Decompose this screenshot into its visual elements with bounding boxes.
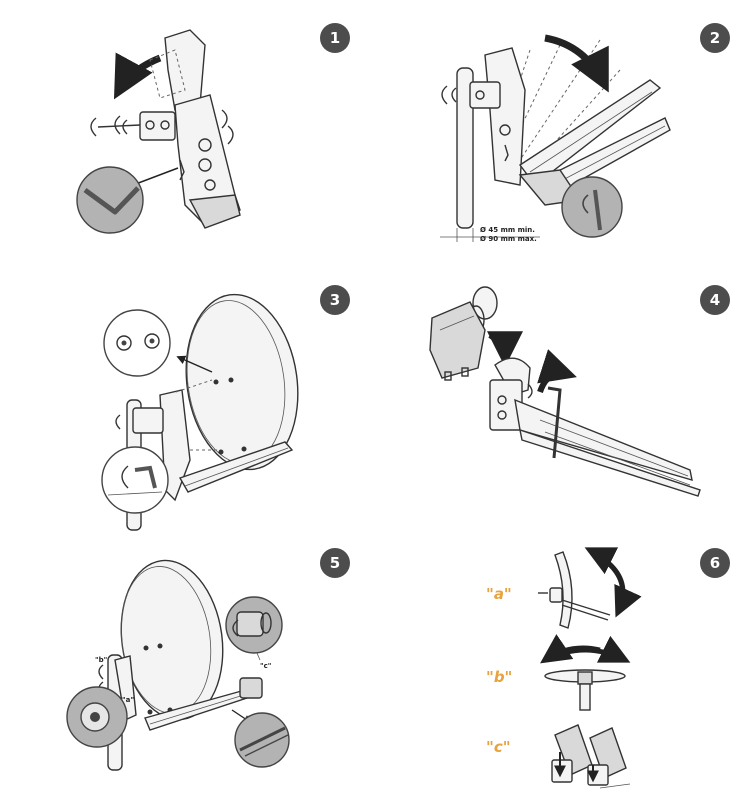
- step-number: 2: [710, 29, 720, 47]
- screw-holes-zoom: [103, 309, 171, 377]
- label-b: "b": [95, 656, 107, 664]
- bolt-zoom: [101, 446, 169, 514]
- step-number: 5: [330, 554, 340, 572]
- allen-key-zoom: [561, 176, 623, 238]
- lnb-body: [429, 301, 486, 379]
- step-badge: 4: [700, 285, 730, 315]
- step-badge: 3: [320, 285, 350, 315]
- step-number: 1: [330, 29, 340, 47]
- label-a: "a": [122, 696, 134, 704]
- label-b: "b": [486, 668, 512, 686]
- rotate-arrow: [544, 34, 609, 93]
- arm-zoom: [234, 712, 290, 768]
- label-a: "a": [486, 585, 512, 603]
- step-5-panel: 5 "b" "a" "c": [66, 548, 350, 771]
- adjust-elevation: "a": [486, 547, 642, 629]
- complete-dish-drawing: "b" "a" "c": [95, 559, 271, 771]
- label-c: "c": [260, 662, 271, 670]
- dish-reflector: [185, 293, 299, 471]
- step-badge: 2: [700, 23, 730, 53]
- step-1-panel: 1: [76, 23, 350, 234]
- mast-max-diameter: Ø 90 mm max.: [480, 235, 537, 243]
- step-number: 4: [710, 291, 720, 309]
- lnb-attach-drawing: [429, 286, 701, 497]
- step-3-panel: 3: [101, 285, 350, 531]
- allen-key-zoom: [76, 166, 144, 234]
- label-c: "c": [486, 738, 511, 756]
- step-badge: 1: [320, 23, 350, 53]
- mount-bracket-drawing: [90, 29, 241, 229]
- step-2-panel: 2: [440, 23, 730, 243]
- mast-mount-drawing: [441, 34, 671, 229]
- adjust-skew: "c": [486, 724, 631, 789]
- lnb-zoom: [225, 596, 283, 654]
- step-6-panel: 6 "a" "b" "c": [486, 547, 730, 789]
- mast-clamp-zoom: [66, 686, 128, 748]
- mast-pole: [456, 67, 474, 229]
- adjust-azimuth: "b": [486, 634, 631, 711]
- step-number: 6: [710, 554, 720, 572]
- step-badge: 6: [700, 548, 730, 578]
- lnb-feed-horn: [472, 286, 498, 320]
- rotate-arrow: [113, 52, 162, 100]
- step-number: 3: [330, 291, 340, 309]
- step-badge: 5: [320, 548, 350, 578]
- step-4-panel: 4: [429, 285, 730, 497]
- mast-min-diameter: Ø 45 mm min.: [480, 226, 535, 234]
- mast-diameter-note: Ø 45 mm min. Ø 90 mm max.: [440, 226, 540, 243]
